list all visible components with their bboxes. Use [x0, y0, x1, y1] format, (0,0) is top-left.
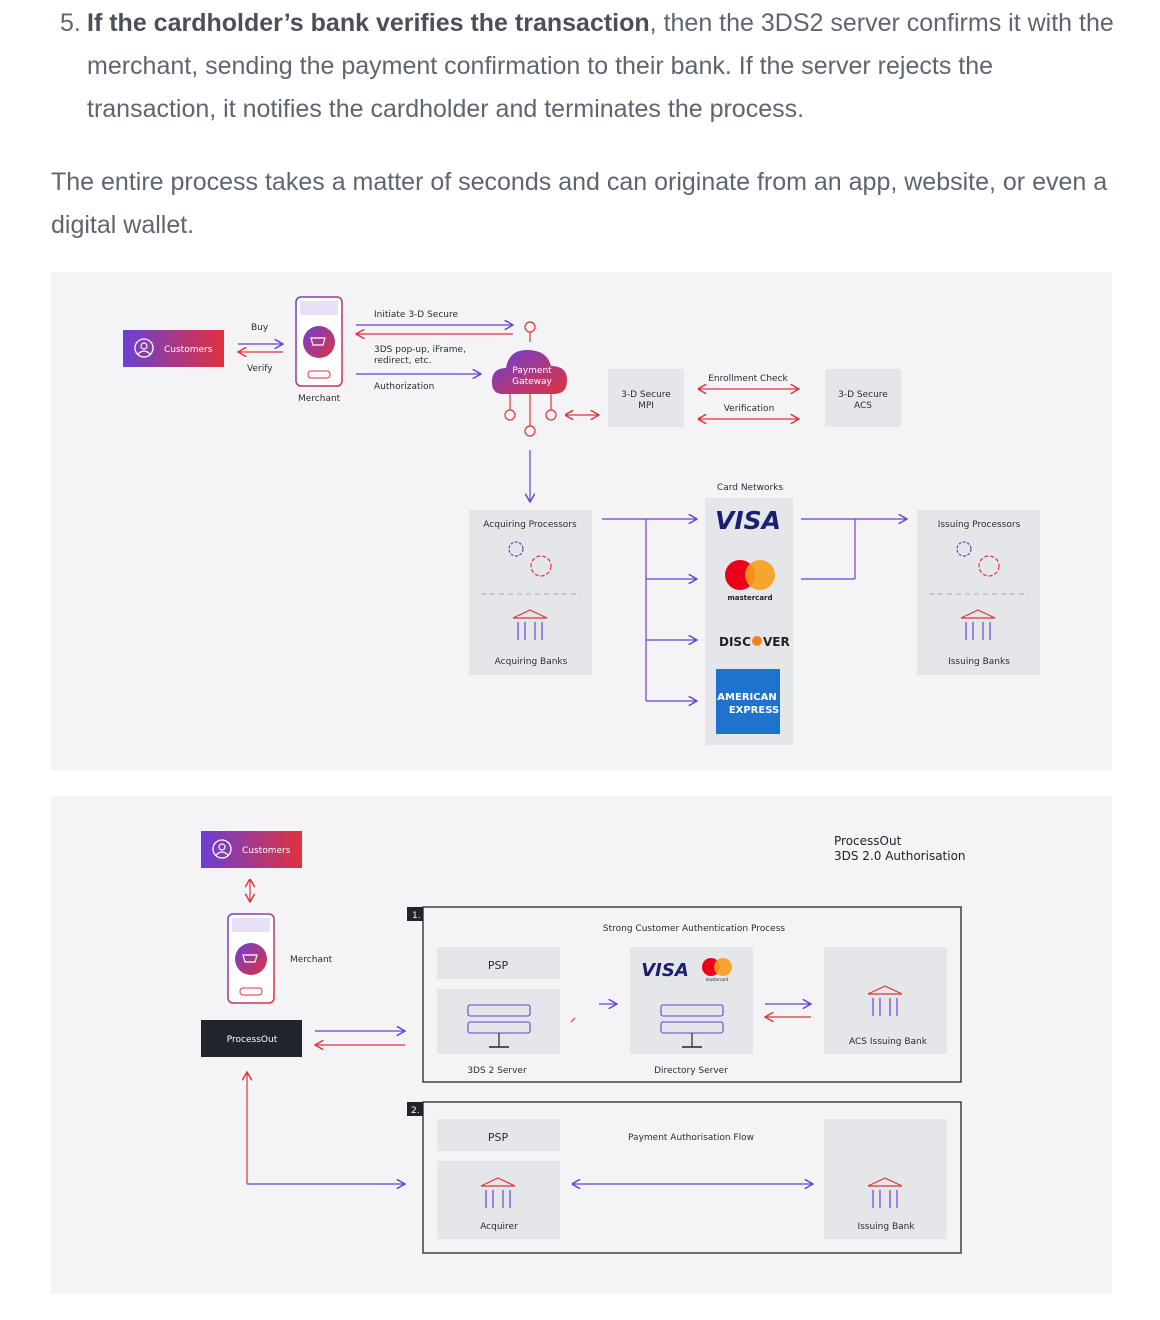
popup-label-2: redirect, etc.	[374, 356, 431, 366]
3ds-flow-diagram: Customers Buy Verify Merchant Initiate 3…	[51, 272, 1112, 770]
psp-box	[437, 947, 560, 979]
user-icon	[212, 839, 232, 859]
enrollment-label: Enrollment Check	[708, 374, 788, 384]
gateway-label-1: Payment	[512, 366, 552, 376]
discover-logo: DISC VER	[719, 635, 790, 649]
step-rest-text: , then the 3DS2 server confirms it with …	[87, 9, 1114, 123]
acquirer-box	[437, 1161, 560, 1239]
user-icon	[134, 338, 154, 358]
bank-icon	[480, 1177, 516, 1208]
issuing-processors-label: Issuing Processors	[938, 520, 1021, 530]
step-bold-text: If the cardholder’s bank verifies the tr…	[87, 9, 650, 37]
initiate-label: Initiate 3-D Secure	[374, 310, 458, 320]
visa-logo: VISA	[715, 506, 781, 535]
acquiring-box: Acquiring Processors Acquiring Banks	[469, 510, 592, 675]
processout-label: ProcessOut	[227, 1035, 278, 1045]
issuing-bank-label: Issuing Bank	[857, 1222, 915, 1232]
acs-label-1: 3-D Secure	[838, 390, 888, 400]
processout-3ds-diagram: Customers Merchant ProcessOut ProcessOut…	[51, 796, 1112, 1294]
merchant-label: Merchant	[298, 394, 341, 404]
payment-flow-label: Payment Authorisation Flow	[628, 1133, 754, 1143]
verification-label: Verification	[724, 404, 775, 414]
buy-label: Buy	[251, 323, 269, 333]
bank-icon	[960, 609, 996, 640]
sca-section	[422, 906, 962, 1083]
3ds-server-label: 3DS 2 Server	[467, 1066, 527, 1076]
popup-label-1: 3DS pop-up, iFrame,	[374, 345, 466, 355]
gear-icon	[530, 555, 552, 577]
customers-box: Customers	[201, 831, 302, 868]
psp-label: PSP	[488, 959, 509, 972]
merchant-phone-icon	[295, 296, 343, 387]
diagram-title-2: 3DS 2.0 Authorisation	[834, 849, 966, 863]
server-icon	[660, 1004, 724, 1048]
customers-label: Customers	[242, 846, 291, 856]
merchant-phone-icon	[227, 913, 275, 1004]
server-icon	[467, 1004, 531, 1048]
svg-text:VER: VER	[763, 635, 790, 649]
bank-icon	[512, 609, 548, 640]
mpi-box	[608, 369, 684, 427]
mpi-label-1: 3-D Secure	[621, 390, 671, 400]
customers-box: Customers	[123, 330, 224, 367]
mpi-label-2: MPI	[638, 401, 654, 411]
acs-box	[825, 369, 901, 427]
gear-icon	[956, 541, 972, 557]
visa-logo: VISA	[641, 960, 689, 981]
acquirer-label: Acquirer	[480, 1222, 518, 1232]
acs-bank-box	[824, 947, 947, 1054]
mastercard-wordmark: mastercard	[706, 977, 729, 982]
gear-icon	[508, 541, 524, 557]
directory-server-label: Directory Server	[654, 1066, 728, 1076]
processout-box	[201, 1020, 302, 1057]
svg-text:AMERICAN: AMERICAN	[717, 692, 776, 703]
step-1-badge	[407, 907, 423, 921]
psp-label: PSP	[488, 1131, 509, 1144]
customers-label: Customers	[164, 345, 213, 355]
diagram-title-1: ProcessOut	[834, 834, 902, 848]
issuing-banks-label: Issuing Banks	[948, 657, 1010, 667]
mastercard-logo	[725, 560, 775, 590]
mastercard-wordmark: mastercard	[727, 594, 772, 602]
svg-text:EXPRESS: EXPRESS	[729, 705, 779, 716]
amex-logo: AMERICAN EXPRESS	[716, 669, 780, 734]
acs-bank-label: ACS Issuing Bank	[849, 1037, 928, 1047]
verify-label: Verify	[247, 364, 273, 374]
bank-icon	[867, 985, 903, 1016]
summary-paragraph: The entire process takes a matter of sec…	[51, 168, 1108, 239]
authorization-label: Authorization	[374, 382, 434, 392]
step-number: 5.	[60, 9, 81, 37]
psp-box	[437, 1119, 560, 1151]
step-2-badge	[407, 1102, 423, 1116]
sca-label: Strong Customer Authentication Process	[603, 924, 785, 934]
step-5-paragraph: 5. If the cardholder’s bank verifies the…	[60, 2, 1120, 131]
acs-label-2: ACS	[854, 401, 872, 411]
acquiring-banks-label: Acquiring Banks	[495, 657, 568, 667]
payment-section	[422, 1101, 962, 1254]
issuing-bank-box	[824, 1119, 947, 1239]
payment-gateway-cloud: Payment Gateway	[491, 321, 567, 437]
bank-icon	[867, 1177, 903, 1208]
svg-text:2.: 2.	[411, 1106, 420, 1116]
svg-text:1.: 1.	[412, 911, 421, 921]
card-networks-label: Card Networks	[717, 483, 783, 493]
mastercard-logo	[702, 958, 732, 976]
gear-icon	[978, 555, 1000, 577]
merchant-label: Merchant	[290, 955, 333, 965]
issuing-box: Issuing Processors Issuing Banks	[917, 510, 1040, 675]
acquiring-processors-label: Acquiring Processors	[483, 520, 577, 530]
svg-text:DISC: DISC	[719, 635, 751, 649]
gateway-label-2: Gateway	[512, 377, 552, 387]
